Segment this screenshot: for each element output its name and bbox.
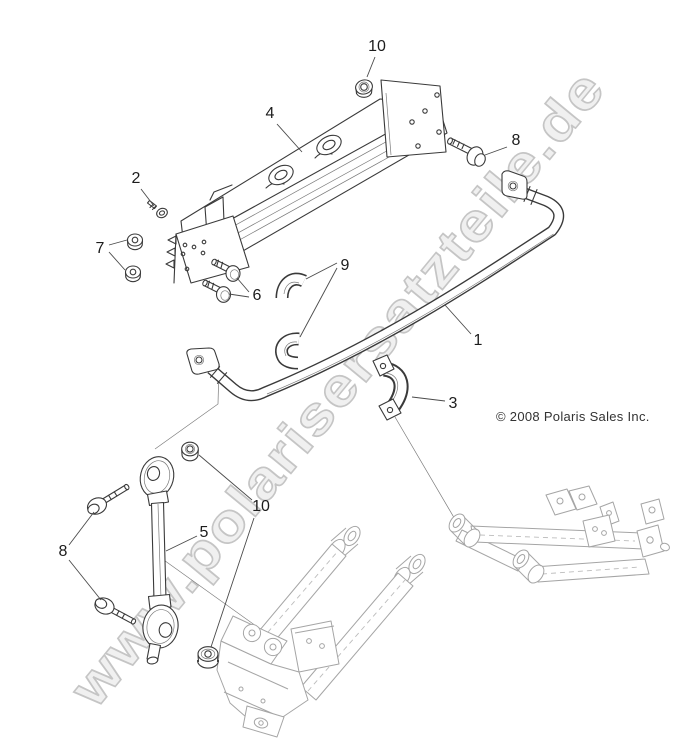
swing-arm-right-reference — [448, 485, 670, 584]
callout-8-bottom: 8 — [58, 543, 68, 560]
callout-4: 4 — [265, 105, 275, 122]
copyright-text: © 2008 Polaris Sales Inc. — [496, 409, 650, 424]
bolt-pair-drawing — [202, 258, 241, 303]
bushing-upper-drawing — [275, 272, 307, 299]
callout-5: 5 — [199, 524, 209, 541]
callout-3: 3 — [448, 395, 458, 412]
nut-top-drawing — [355, 79, 373, 98]
nut-pair-drawing — [124, 233, 144, 283]
callout-1: 1 — [473, 332, 483, 349]
callout-8-top: 8 — [511, 132, 521, 149]
nut-link-drawing — [181, 441, 199, 462]
bushing-lower-drawing — [275, 332, 300, 370]
sway-bar-drawing — [186, 170, 565, 402]
nut-bottom-drawing — [196, 646, 220, 669]
flange-bolt-top-drawing — [447, 137, 486, 167]
callout-10-bottom: 10 — [252, 498, 270, 515]
clamp-drawing — [372, 354, 409, 421]
callout-10-top: 10 — [368, 38, 386, 55]
callout-7: 7 — [95, 240, 105, 257]
mount-bracket-drawing — [165, 79, 448, 284]
screw-drawing — [146, 199, 168, 219]
stabilizer-link-drawing — [139, 456, 179, 665]
callout-2: 2 — [131, 170, 141, 187]
flange-bolt-pair-drawing — [86, 483, 137, 625]
callout-9: 9 — [340, 257, 350, 274]
callout-6: 6 — [252, 287, 262, 304]
leader-lines — [68, 56, 508, 648]
swing-arm-left-reference — [216, 525, 426, 738]
